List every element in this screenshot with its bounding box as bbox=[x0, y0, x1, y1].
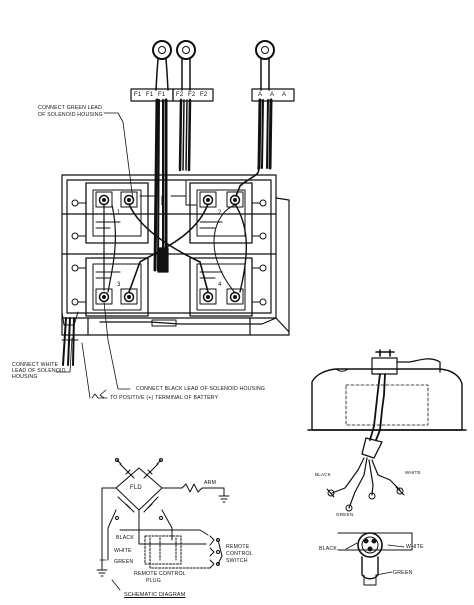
tag-label-f2-2: F2 bbox=[188, 92, 196, 98]
schematic-fld-label: FLD bbox=[130, 485, 142, 491]
cable-f2 bbox=[176, 40, 196, 172]
tag-label-f1-1: F1 bbox=[134, 92, 142, 98]
tag-label-f2-1: F2 bbox=[176, 92, 184, 98]
schematic-diagram bbox=[96, 458, 230, 591]
housing-detail-white-label: WHITE bbox=[405, 470, 421, 475]
schematic-plug-label-1: REMOTE CONTROL bbox=[134, 571, 186, 577]
callout-white-lead bbox=[55, 337, 73, 373]
tag-a bbox=[251, 88, 295, 102]
solenoid-interconnect-wires bbox=[103, 167, 260, 294]
callout-battery bbox=[91, 393, 99, 399]
tag-label-f1-2: F1 bbox=[146, 92, 154, 98]
housing-leads bbox=[61, 311, 79, 366]
solenoid-number-4: 4 bbox=[218, 282, 222, 288]
tag-label-f2-3: F2 bbox=[200, 92, 208, 98]
schematic-switch-label-3: SWITCH bbox=[226, 558, 248, 564]
callout-white-lead-line1: CONNECT WHITE bbox=[12, 362, 59, 368]
plug-green-label: GREEN bbox=[393, 570, 413, 576]
solenoid-4 bbox=[189, 257, 267, 317]
callout-white-lead-line2: LEAD OF SOLENOID bbox=[12, 368, 66, 374]
schematic-switch-label-1: REMOTE bbox=[226, 544, 250, 550]
housing-detail-green-label: GREEN bbox=[336, 512, 354, 517]
callout-black-lead-text: CONNECT BLACK LEAD OF SOLENOID HOUSING bbox=[136, 386, 266, 392]
housing-detail-black-label: BLACK bbox=[315, 472, 332, 477]
callout-green-lead-line2: OF SOLENOID HOUSING bbox=[38, 112, 103, 118]
tag-label-a-3: A bbox=[282, 92, 287, 98]
schematic-switch-label-2: CONTROL bbox=[226, 551, 253, 557]
schematic-black-label: BLACK bbox=[116, 535, 135, 541]
cable-a bbox=[255, 40, 275, 170]
callout-battery-text: TO POSITIVE (+) TERMINAL OF BATTERY bbox=[110, 395, 219, 401]
tag-label-a-1: A bbox=[258, 92, 263, 98]
solenoid-number-1: 1 bbox=[117, 210, 121, 216]
tag-label-a-2: A bbox=[270, 92, 275, 98]
plug-detail bbox=[337, 532, 413, 586]
schematic-plug-label-2: PLUG bbox=[146, 578, 161, 584]
callout-green-lead bbox=[103, 112, 134, 201]
solenoid-2 bbox=[189, 182, 267, 244]
schematic-green-label: GREEN bbox=[114, 559, 134, 565]
tag-label-f1-3: F1 bbox=[158, 92, 166, 98]
plug-black-label: BLACK bbox=[319, 546, 338, 552]
schematic-arm-label: ARM bbox=[204, 480, 217, 486]
schematic-title: SCHEMATIC DIAGRAM bbox=[124, 592, 186, 598]
callout-black-lead bbox=[103, 301, 131, 390]
bottom-ground-wire bbox=[99, 317, 277, 327]
schematic-white-label: WHITE bbox=[114, 548, 132, 554]
solenoid-3 bbox=[71, 257, 149, 317]
solenoid-1 bbox=[71, 182, 149, 244]
solenoid-number-3: 3 bbox=[117, 282, 121, 288]
plug-white-label: WHITE bbox=[406, 544, 424, 550]
callout-green-lead-line1: CONNECT GREEN LEAD bbox=[38, 105, 103, 111]
solenoid-number-2: 2 bbox=[218, 210, 222, 216]
housing-detail bbox=[307, 349, 467, 512]
tag-f2 bbox=[172, 88, 214, 102]
callout-white-lead-line3: HOUSING bbox=[12, 374, 38, 380]
